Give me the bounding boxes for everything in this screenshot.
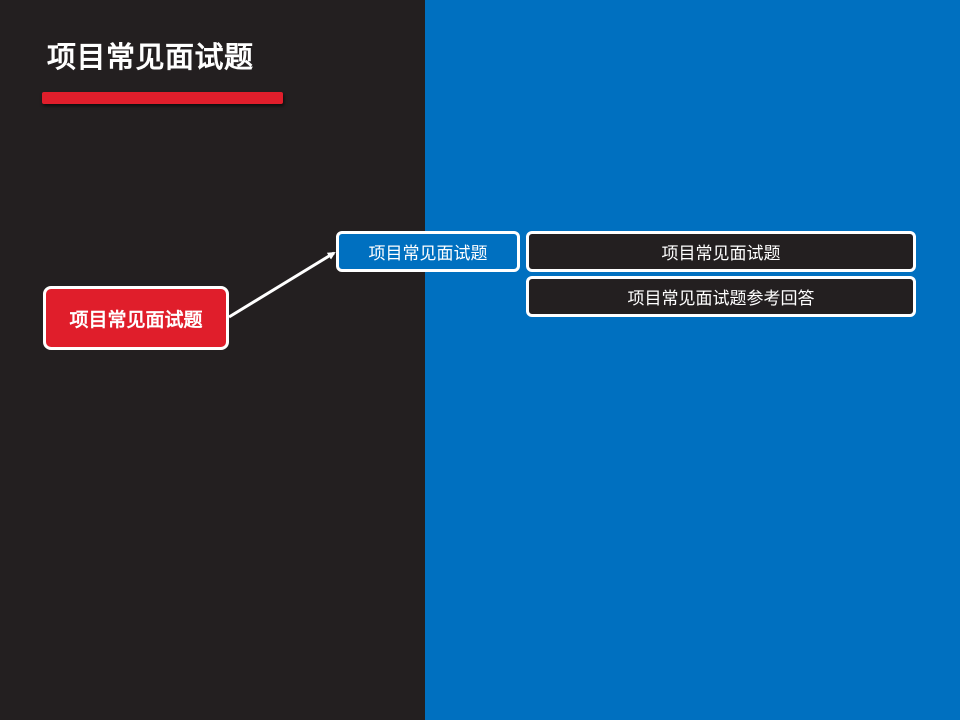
right-panel-background: [425, 0, 960, 720]
left-panel-background: [0, 0, 425, 720]
slide-title: 项目常见面试题: [47, 40, 254, 74]
root-node-label: 项目常见面试题: [69, 308, 203, 331]
branch-node-label: 项目常见面试题: [368, 244, 488, 264]
leaf-node-answers: 项目常见面试题参考回答: [526, 276, 916, 317]
leaf-node-questions: 项目常见面试题: [526, 231, 916, 272]
leaf-node-label: 项目常见面试题参考回答: [627, 289, 815, 309]
branch-node: 项目常见面试题: [336, 231, 520, 272]
title-underline-bar: [42, 92, 283, 104]
root-node: 项目常见面试题: [43, 286, 229, 350]
leaf-node-label: 项目常见面试题: [661, 244, 781, 264]
